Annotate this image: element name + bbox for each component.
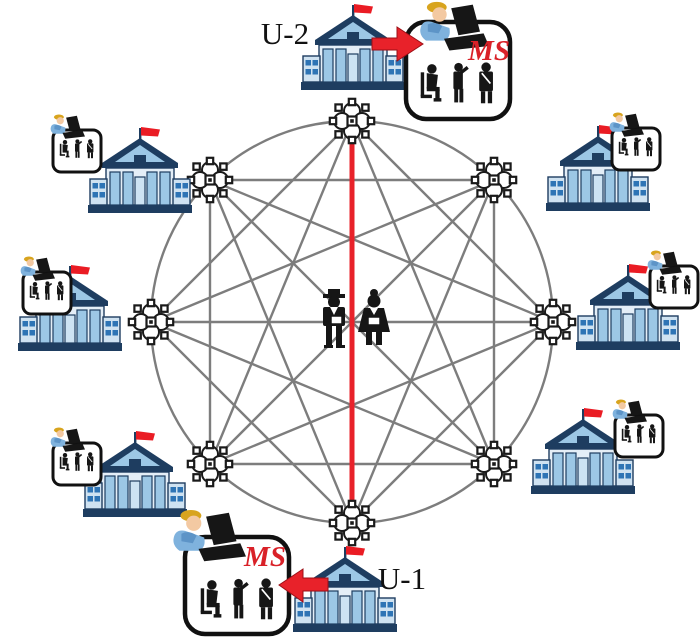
mesh-node-5 xyxy=(186,440,234,488)
mini-ms-box-bottom-left xyxy=(51,427,101,485)
ms-label-bottom: MS xyxy=(243,541,286,573)
ms-label-top: MS xyxy=(467,35,510,67)
mesh-node-1 xyxy=(470,156,518,204)
arrow-left-icon xyxy=(278,568,329,603)
mesh-link xyxy=(209,320,554,466)
mesh-node-6 xyxy=(127,298,175,346)
mesh-link xyxy=(209,178,554,324)
mesh-link xyxy=(150,320,495,466)
mesh-node-7 xyxy=(186,156,234,204)
mini-ms-box-left xyxy=(21,256,71,314)
ms-box-bottom: MS xyxy=(173,509,292,637)
mesh-node-2 xyxy=(529,298,577,346)
ms-box-top: MS xyxy=(403,1,513,122)
university-top-left xyxy=(87,126,193,214)
mesh-link xyxy=(150,178,495,324)
label-university-bottom: U-1 xyxy=(378,561,426,596)
mesh-link xyxy=(350,179,496,524)
mesh-link xyxy=(208,179,354,524)
mesh-link xyxy=(208,120,354,465)
mini-ms-box-bottom-right xyxy=(613,399,663,457)
mesh-node-4 xyxy=(328,499,376,547)
mesh-node-0 xyxy=(328,97,376,145)
label-university-top: U-2 xyxy=(261,16,309,51)
arrow-right-icon xyxy=(371,26,424,62)
mesh-node-3 xyxy=(470,440,518,488)
mesh-link xyxy=(350,120,496,465)
mesh-link xyxy=(150,321,353,524)
mini-ms-box-top-left xyxy=(51,114,101,172)
mini-ms-box-right xyxy=(648,250,698,308)
mini-ms-box-top-right xyxy=(610,112,660,170)
